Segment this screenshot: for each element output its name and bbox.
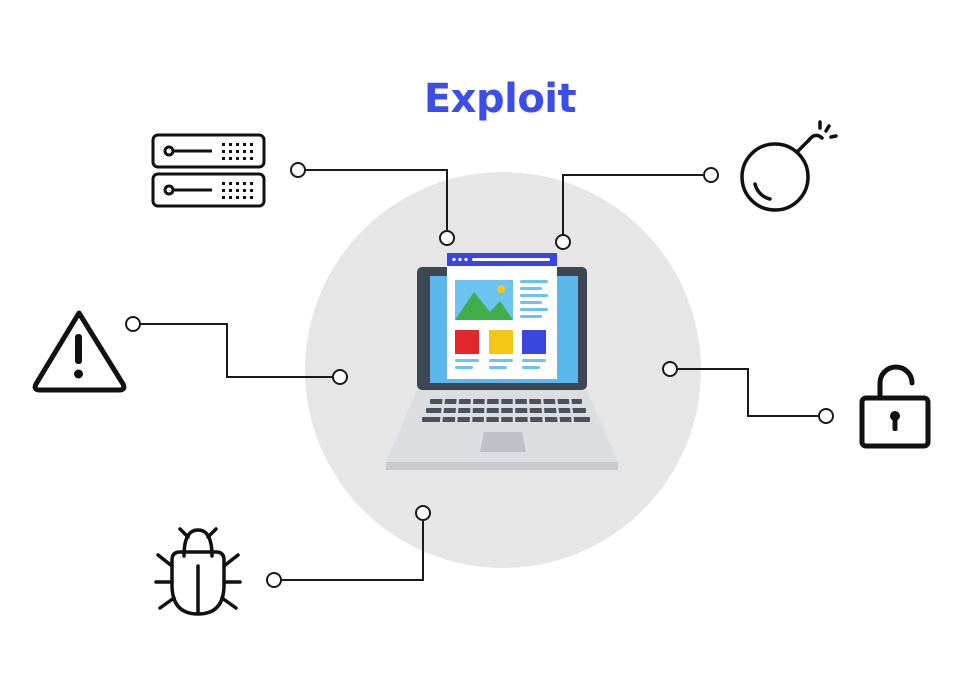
- dot-lock-inner: [662, 361, 678, 377]
- laptop-webpage-icon: [386, 253, 618, 470]
- connector-lines: [141, 169, 818, 581]
- dot-warning-outer: [125, 316, 141, 332]
- server-icon: [151, 133, 266, 208]
- connector-bomb: [562, 174, 703, 236]
- connector-warning: [141, 323, 332, 378]
- dot-server-inner: [439, 230, 455, 246]
- connector-bug: [282, 521, 424, 581]
- connector-server: [306, 169, 448, 230]
- dot-bug-inner: [415, 505, 431, 521]
- dot-server-outer: [290, 162, 306, 178]
- bomb-icon: [740, 120, 838, 212]
- server-vents: [222, 143, 253, 199]
- dot-lock-outer: [818, 408, 834, 424]
- dot-bomb-inner: [555, 234, 571, 250]
- unlocked-padlock-icon: [859, 364, 931, 449]
- bug-icon: [154, 527, 242, 616]
- dot-bomb-outer: [703, 167, 719, 183]
- dot-warning-inner: [332, 369, 348, 385]
- dot-bug-outer: [266, 572, 282, 588]
- warning-icon: [32, 310, 127, 393]
- connector-lock: [678, 368, 818, 417]
- diagram-title: Exploit: [423, 76, 577, 122]
- connector-dots: [125, 162, 834, 588]
